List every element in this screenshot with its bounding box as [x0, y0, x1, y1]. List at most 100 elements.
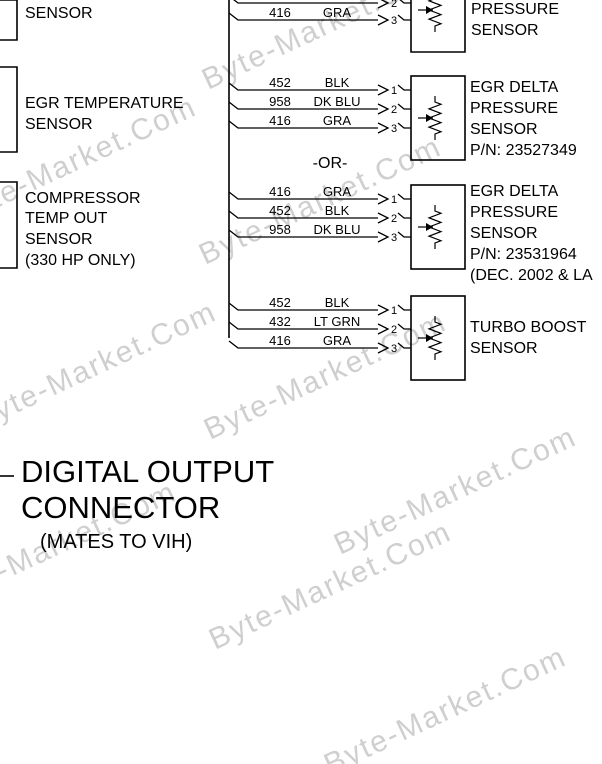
watermark-text: Byte-Market.Com — [329, 420, 582, 561]
left-sensor-boxes — [0, 0, 18, 269]
sensor-label-line: EGR DELTA — [470, 79, 559, 96]
pin-number: 3 — [391, 343, 397, 355]
sensor-label-line: PRESSURE — [470, 100, 558, 117]
pin-number: 3 — [391, 15, 397, 27]
wire-circuit-number: 416 — [269, 5, 291, 20]
left-sensor-2-line-2: SENSOR — [25, 116, 93, 133]
wire-circuit-number: 452 — [269, 295, 291, 310]
wiper-arrow-icon — [426, 6, 433, 14]
wire-circuit-number: 452 — [269, 203, 291, 218]
wiper-arrow-icon — [426, 114, 433, 122]
wire — [228, 12, 378, 21]
sensor-box — [410, 0, 466, 53]
connector-chevron-icon — [377, 193, 390, 205]
wire-color-code: GRA — [323, 333, 352, 348]
sensor-label-line: SENSOR — [470, 225, 538, 242]
connector-title-line-1: DIGITAL OUTPUT — [21, 454, 274, 489]
pin-stub — [399, 0, 411, 4]
wire-circuit-number: 530 — [269, 0, 291, 3]
left-sensor-box-2 — [0, 66, 18, 153]
wire-circuit-number: 958 — [269, 222, 291, 237]
left-sensor-2-line-1: EGR TEMPERATURE — [25, 95, 184, 112]
sensor-label-line: (DEC. 2002 & LA — [470, 267, 593, 284]
pin-stub — [397, 342, 411, 349]
connector-chevron-icon — [377, 84, 390, 96]
pin-number: 3 — [391, 123, 397, 135]
wire — [228, 210, 378, 219]
pin-stub — [397, 103, 411, 110]
pin-number: 2 — [391, 0, 397, 10]
pin-number: 1 — [391, 85, 397, 97]
pin-stub — [397, 193, 411, 200]
wire-color-code: BLK — [325, 203, 350, 218]
wire-circuit-number: 452 — [269, 75, 291, 90]
pin-stub — [397, 14, 411, 21]
left-sensor-3-line-1: COMPRESSOR — [25, 190, 141, 207]
connector-chevron-icon — [377, 14, 390, 26]
wiper-arrow-icon — [426, 334, 433, 342]
wire-color-code: BRN — [323, 0, 350, 3]
pin-stub — [397, 84, 411, 91]
wire-color-code: GRA — [323, 184, 352, 199]
sensor-label-line: P/N: 23527349 — [470, 142, 577, 159]
watermark-text: Byte-Market.Com — [0, 295, 222, 436]
wire — [228, 101, 378, 110]
pin-stub — [397, 122, 411, 129]
pin-stub — [397, 212, 411, 219]
pin-stub — [397, 231, 411, 238]
wire-color-code: DK BLU — [314, 94, 361, 109]
connector-chevron-icon — [377, 323, 390, 335]
right-sensor-groups: 2530BRN3416GRAPRESSURESENSOR1452BLK2958D… — [228, 0, 593, 381]
right-sensor-group: 2 530 BRN 3 416 GRA PRESSURE SENSOR — [228, 0, 559, 53]
watermark-text: Byte-Market.Com — [319, 640, 572, 764]
wire-color-code: GRA — [323, 5, 352, 20]
wire — [228, 340, 378, 349]
wire — [233, 0, 378, 4]
sensor-box — [410, 295, 466, 381]
connector-subtitle: (MATES TO VIH) — [40, 531, 192, 553]
wire-color-code: GRA — [323, 113, 352, 128]
wire — [228, 321, 378, 330]
connector-chevron-icon — [377, 304, 390, 316]
or-label: -OR- — [313, 155, 348, 172]
left-sensor-3-line-4: (330 HP ONLY) — [25, 252, 136, 269]
wire-color-code: LT GRN — [314, 314, 360, 329]
wiper-arrow-icon — [426, 223, 433, 231]
sensor-box — [410, 184, 466, 270]
connector-chevron-icon — [377, 212, 390, 224]
sensor-label-line: SENSOR — [470, 121, 538, 138]
sensor-label-line: PRESSURE — [470, 204, 558, 221]
wire-circuit-number: 432 — [269, 314, 291, 329]
wire-circuit-number: 416 — [269, 184, 291, 199]
sensor-label-line: P/N: 23531964 — [470, 246, 577, 263]
wire — [228, 191, 378, 200]
wire-color-code: DK BLU — [314, 222, 361, 237]
left-sensor-labels: SENSOR EGR TEMPERATURE SENSOR COMPRESSOR… — [25, 5, 184, 269]
connector-chevron-icon — [377, 122, 390, 134]
connector-chevron-icon — [377, 231, 390, 243]
left-sensor-box-1 — [0, 0, 18, 41]
left-sensor-box-3 — [0, 181, 18, 269]
pin-number: 2 — [391, 324, 397, 336]
wire — [228, 229, 378, 238]
pin-number: 2 — [391, 104, 397, 116]
connector-chevron-icon — [377, 342, 390, 354]
wire-circuit-number: 958 — [269, 94, 291, 109]
pin-stub — [397, 304, 411, 311]
pin-stub — [397, 323, 411, 330]
pin-number: 2 — [391, 213, 397, 225]
left-sensor-1-line-1: SENSOR — [25, 5, 93, 22]
wire — [228, 120, 378, 129]
resistor-icon — [427, 0, 443, 32]
connector-title-line-2: CONNECTOR — [21, 490, 220, 525]
left-sensor-3-line-2: TEMP OUT — [25, 210, 108, 227]
sensor-label-line: PRESSURE — [471, 1, 559, 18]
wire — [228, 82, 378, 91]
sensor-label-line: SENSOR — [471, 22, 539, 39]
wire-circuit-number: 416 — [269, 113, 291, 128]
wire-color-code: BLK — [325, 295, 350, 310]
wire-color-code: BLK — [325, 75, 350, 90]
